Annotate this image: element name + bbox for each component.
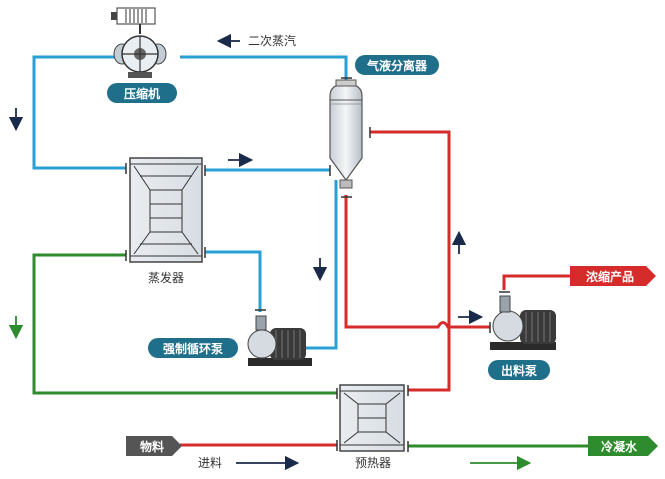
- svg-text:气液分离器: 气液分离器: [366, 58, 428, 73]
- label-compressor: 压缩机: [107, 83, 177, 103]
- circulation-pump: [247, 315, 312, 366]
- label-condensate: 冷凝水: [588, 436, 658, 456]
- label-concentrate: 浓缩产品: [570, 266, 656, 286]
- feed-pipes: [32, 253, 590, 448]
- svg-text:压缩机: 压缩机: [124, 86, 160, 101]
- compressor: [111, 7, 167, 78]
- svg-text:出料泵: 出料泵: [501, 363, 537, 378]
- svg-text:强制循环泵: 强制循环泵: [163, 341, 223, 356]
- preheater-unit: [339, 384, 405, 452]
- discharge-pump: [490, 295, 556, 350]
- label-circulation-pump: 强制循环泵: [148, 338, 238, 358]
- label-secondary-steam: 二次蒸汽: [248, 33, 296, 48]
- svg-text:浓缩产品: 浓缩产品: [586, 269, 634, 284]
- gas-liquid-separator: [329, 79, 363, 189]
- label-evaporator: 蒸发器: [148, 270, 184, 285]
- label-preheater: 预热器: [355, 456, 391, 470]
- label-separator: 气液分离器: [355, 55, 439, 75]
- svg-text:冷凝水: 冷凝水: [601, 439, 638, 454]
- label-feed: 进料: [198, 456, 222, 470]
- svg-text:物料: 物料: [140, 439, 164, 454]
- product-pipes: [180, 130, 580, 447]
- label-material: 物料: [126, 436, 182, 456]
- evaporator-unit: [129, 157, 203, 263]
- label-discharge-pump: 出料泵: [488, 360, 550, 380]
- flow-arrows: [8, 33, 532, 471]
- steam-pipes: [32, 55, 348, 350]
